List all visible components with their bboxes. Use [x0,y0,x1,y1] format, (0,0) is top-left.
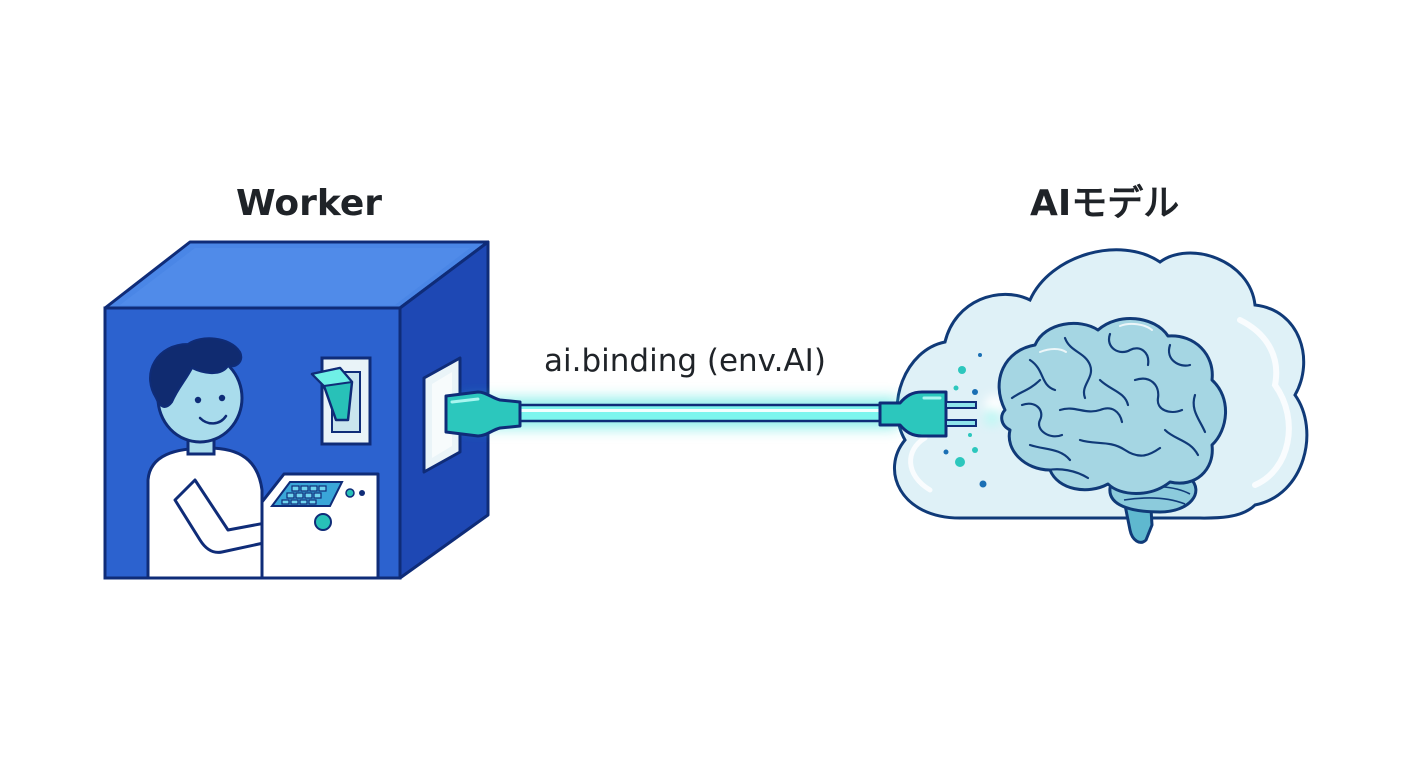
socket-icon [422,356,462,474]
worker-label: Worker [236,183,383,224]
brain-icon [997,317,1227,544]
control-panel-icon [260,472,380,580]
binding-label: ai.binding (env.AI) [544,343,826,379]
plug-icon [444,390,522,438]
plug-icon [878,390,977,438]
wall-switch-icon [310,356,372,446]
cable-icon [460,398,900,428]
ai-model-label: AIモデル [1030,183,1180,224]
